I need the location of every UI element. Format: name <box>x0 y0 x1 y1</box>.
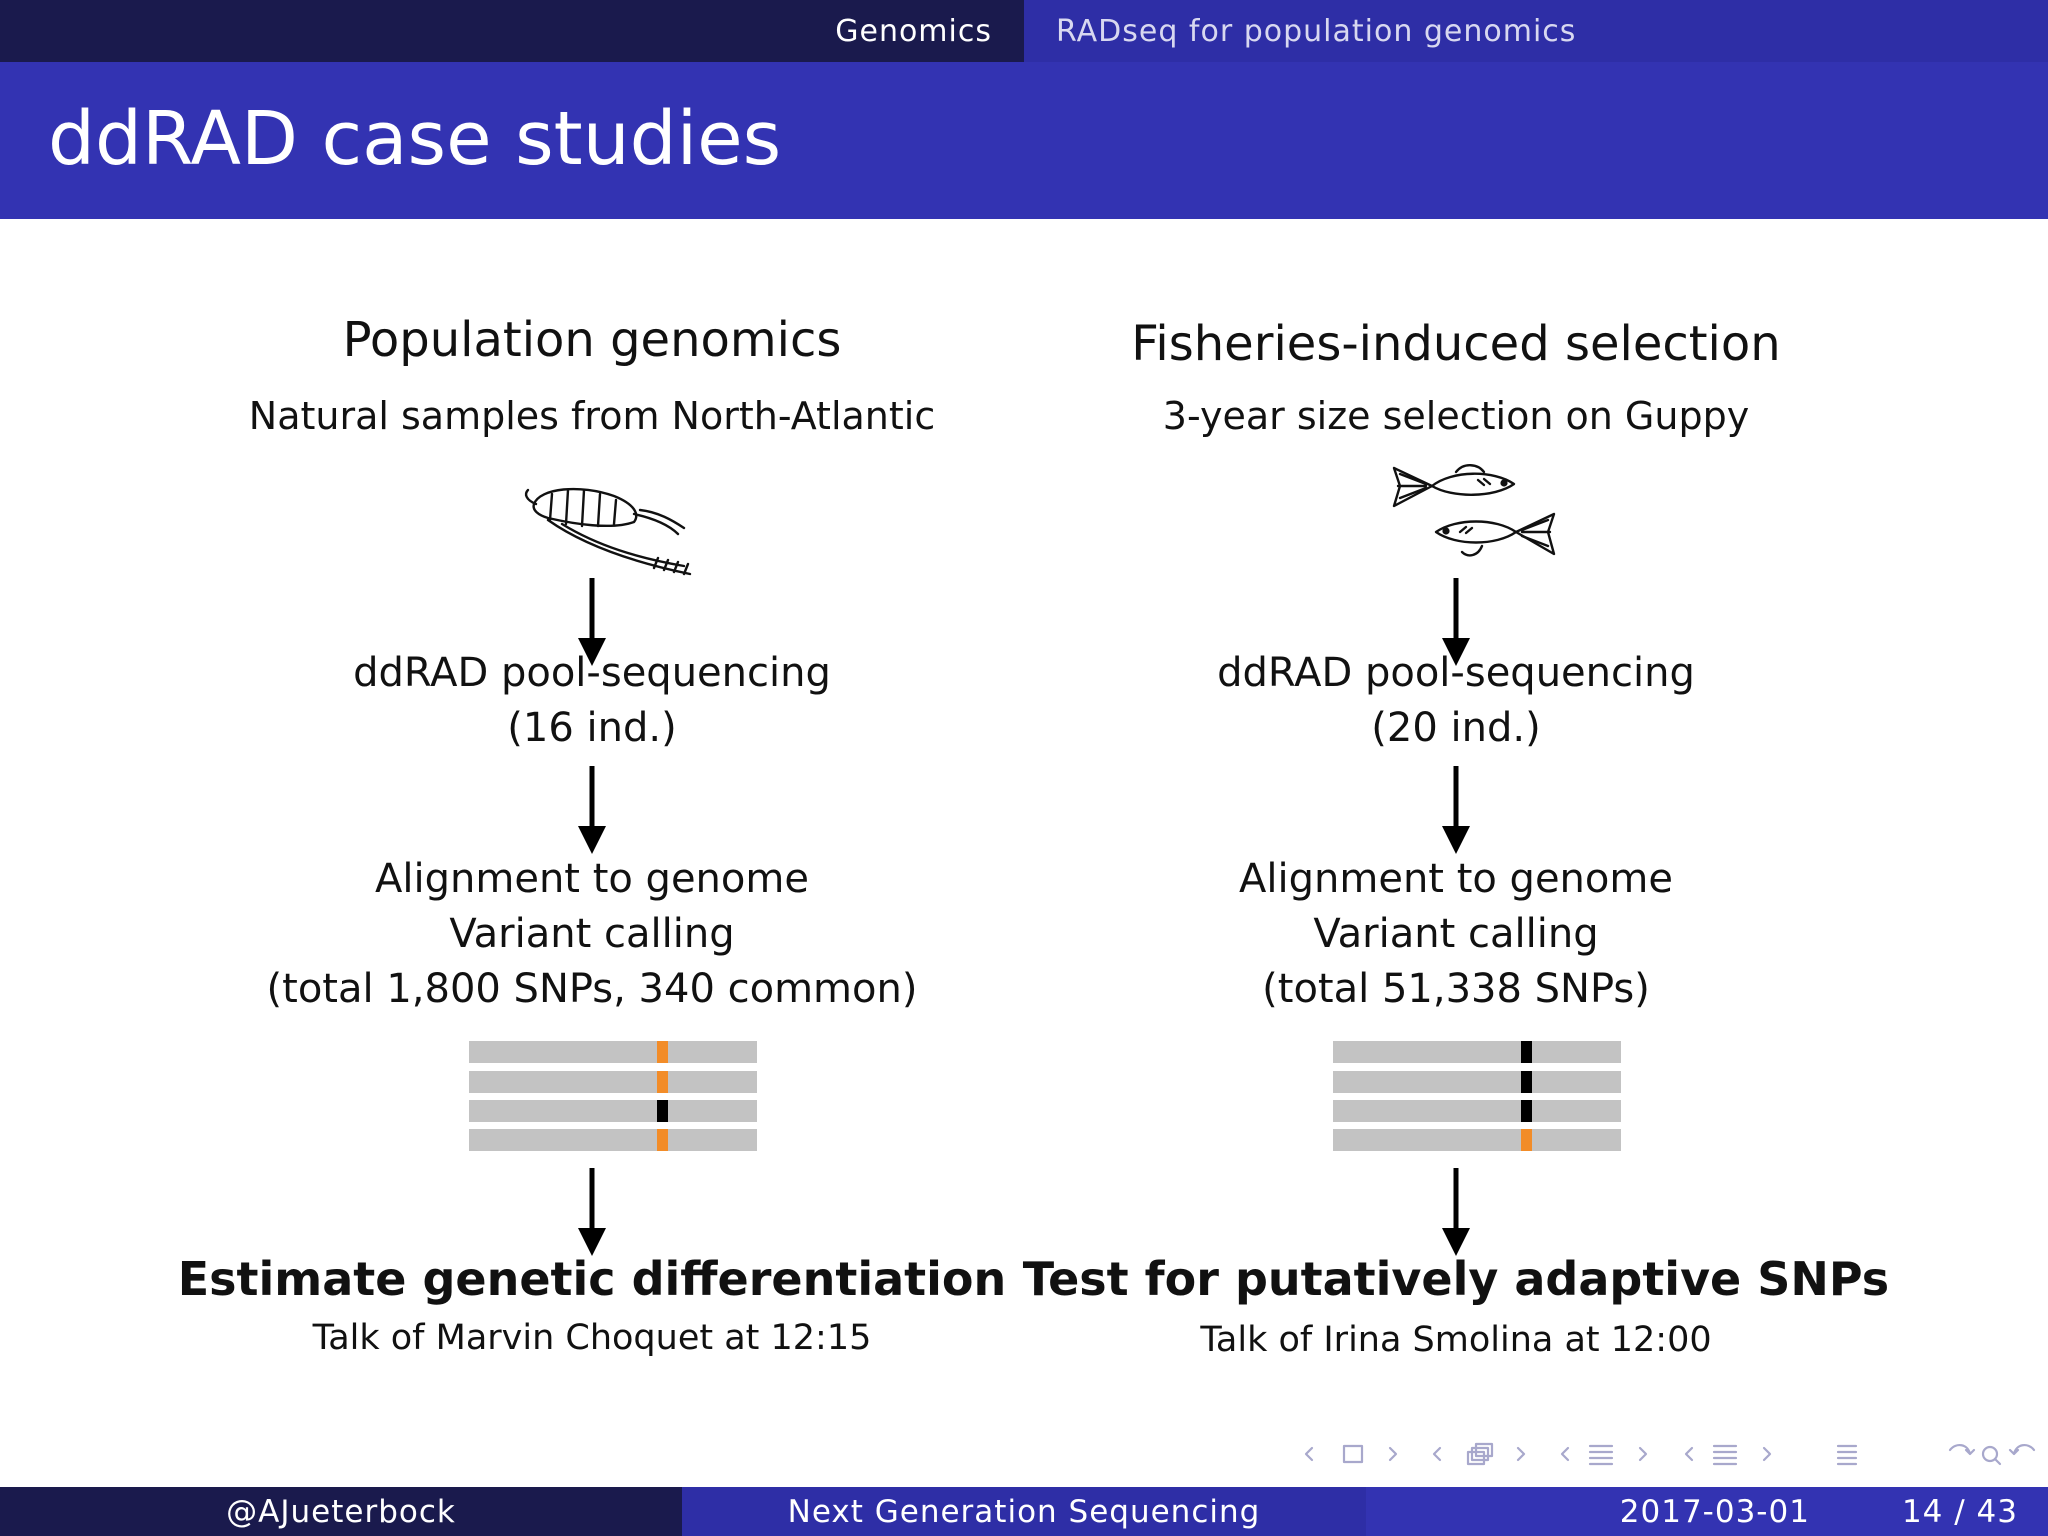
alignment-step-line3: (total 1,800 SNPs, 340 common) <box>266 966 918 1012</box>
case-subtitle: Natural samples from North-Atlantic <box>248 394 936 438</box>
case-study-fisheries-selection: Fisheries-induced selection 3-year size … <box>1016 0 1896 1400</box>
nav-subsection-area: RADseq for population genomics <box>1024 0 2048 62</box>
read-bar <box>469 1100 757 1122</box>
read-bar <box>1333 1071 1621 1093</box>
footer-author: @AJueterbock <box>226 1493 456 1530</box>
footer-short-title: Next Generation Sequencing <box>787 1493 1261 1530</box>
section-nav-icon[interactable] <box>1560 1444 1648 1466</box>
toc-icon[interactable] <box>1836 1444 1858 1466</box>
footer-date-panel: 2017-03-01 14 / 43 <box>1366 1487 2048 1536</box>
read-bar <box>469 1071 757 1093</box>
case-heading: Fisheries-induced selection <box>1131 316 1781 372</box>
snp-marker <box>1521 1129 1532 1151</box>
snp-reads-graphic <box>1333 1041 1621 1153</box>
down-arrow-icon <box>578 766 606 854</box>
snp-marker <box>1521 1071 1532 1093</box>
down-arrow-icon <box>578 1168 606 1256</box>
footer-title-panel: Next Generation Sequencing <box>682 1487 1366 1536</box>
alignment-step-line2: Variant calling <box>1313 911 1599 957</box>
sequencing-step-line1: ddRAD pool-sequencing <box>353 650 831 696</box>
beamer-navigation-symbols <box>1304 1442 2036 1466</box>
footer-date: 2017-03-01 <box>1619 1493 1810 1530</box>
down-arrow-icon <box>1442 766 1470 854</box>
title-band: ddRAD case studies <box>0 62 2048 219</box>
snp-reads-graphic <box>469 1041 757 1153</box>
subsection-nav-icon[interactable] <box>1432 1442 1526 1466</box>
alignment-step-line1: Alignment to genome <box>375 856 809 902</box>
talk-reference: Talk of Marvin Choquet at 12:15 <box>312 1318 872 1358</box>
snp-marker <box>657 1129 668 1151</box>
guppy-fish-icon <box>1392 464 1556 557</box>
top-navigation: Genomics RADseq for population genomics <box>0 0 2048 62</box>
snp-marker <box>657 1041 668 1063</box>
slide-title: ddRAD case studies <box>48 96 782 182</box>
case-outcome: Estimate genetic differentiation <box>177 1252 1007 1306</box>
snp-marker <box>1521 1100 1532 1122</box>
nav-section-link[interactable]: Genomics <box>835 13 992 49</box>
case-study-population-genomics: Population genomics Natural samples from… <box>152 0 1032 1400</box>
alignment-step-line3: (total 51,338 SNPs) <box>1262 966 1650 1012</box>
snp-marker <box>1521 1041 1532 1063</box>
alignment-step-line1: Alignment to genome <box>1239 856 1673 902</box>
nav-section-area: Genomics <box>0 0 1024 62</box>
case-subtitle: 3-year size selection on Guppy <box>1162 394 1750 438</box>
case-heading: Population genomics <box>342 312 842 368</box>
footer-page-number: 14 / 43 <box>1901 1493 2018 1530</box>
read-bar <box>469 1041 757 1063</box>
footer-author-panel: @AJueterbock <box>0 1487 682 1536</box>
nav-subsection-link[interactable]: RADseq for population genomics <box>1056 13 1577 49</box>
read-bar <box>1333 1041 1621 1063</box>
subsubsection-nav-icon[interactable] <box>1684 1444 1772 1466</box>
sequencing-step-line2: (16 ind.) <box>507 705 677 751</box>
alignment-step-line2: Variant calling <box>449 911 735 957</box>
talk-reference: Talk of Irina Smolina at 12:00 <box>1200 1320 1712 1360</box>
frame-nav-icon[interactable] <box>1304 1444 1398 1464</box>
slide-footer: @AJueterbock Next Generation Sequencing … <box>0 1487 2048 1536</box>
snp-marker <box>657 1100 668 1122</box>
sequencing-step-line2: (20 ind.) <box>1371 705 1541 751</box>
read-bar <box>1333 1129 1621 1151</box>
snp-marker <box>657 1071 668 1093</box>
down-arrow-icon <box>1442 578 1470 666</box>
read-bar <box>1333 1100 1621 1122</box>
down-arrow-icon <box>1442 1168 1470 1256</box>
down-arrow-icon <box>578 578 606 666</box>
case-outcome: Test for putatively adaptive SNPs <box>1022 1252 1890 1306</box>
sequencing-step-line1: ddRAD pool-sequencing <box>1217 650 1695 696</box>
amphipod-icon <box>524 487 692 576</box>
search-icon[interactable] <box>1948 1444 2036 1466</box>
read-bar <box>469 1129 757 1151</box>
